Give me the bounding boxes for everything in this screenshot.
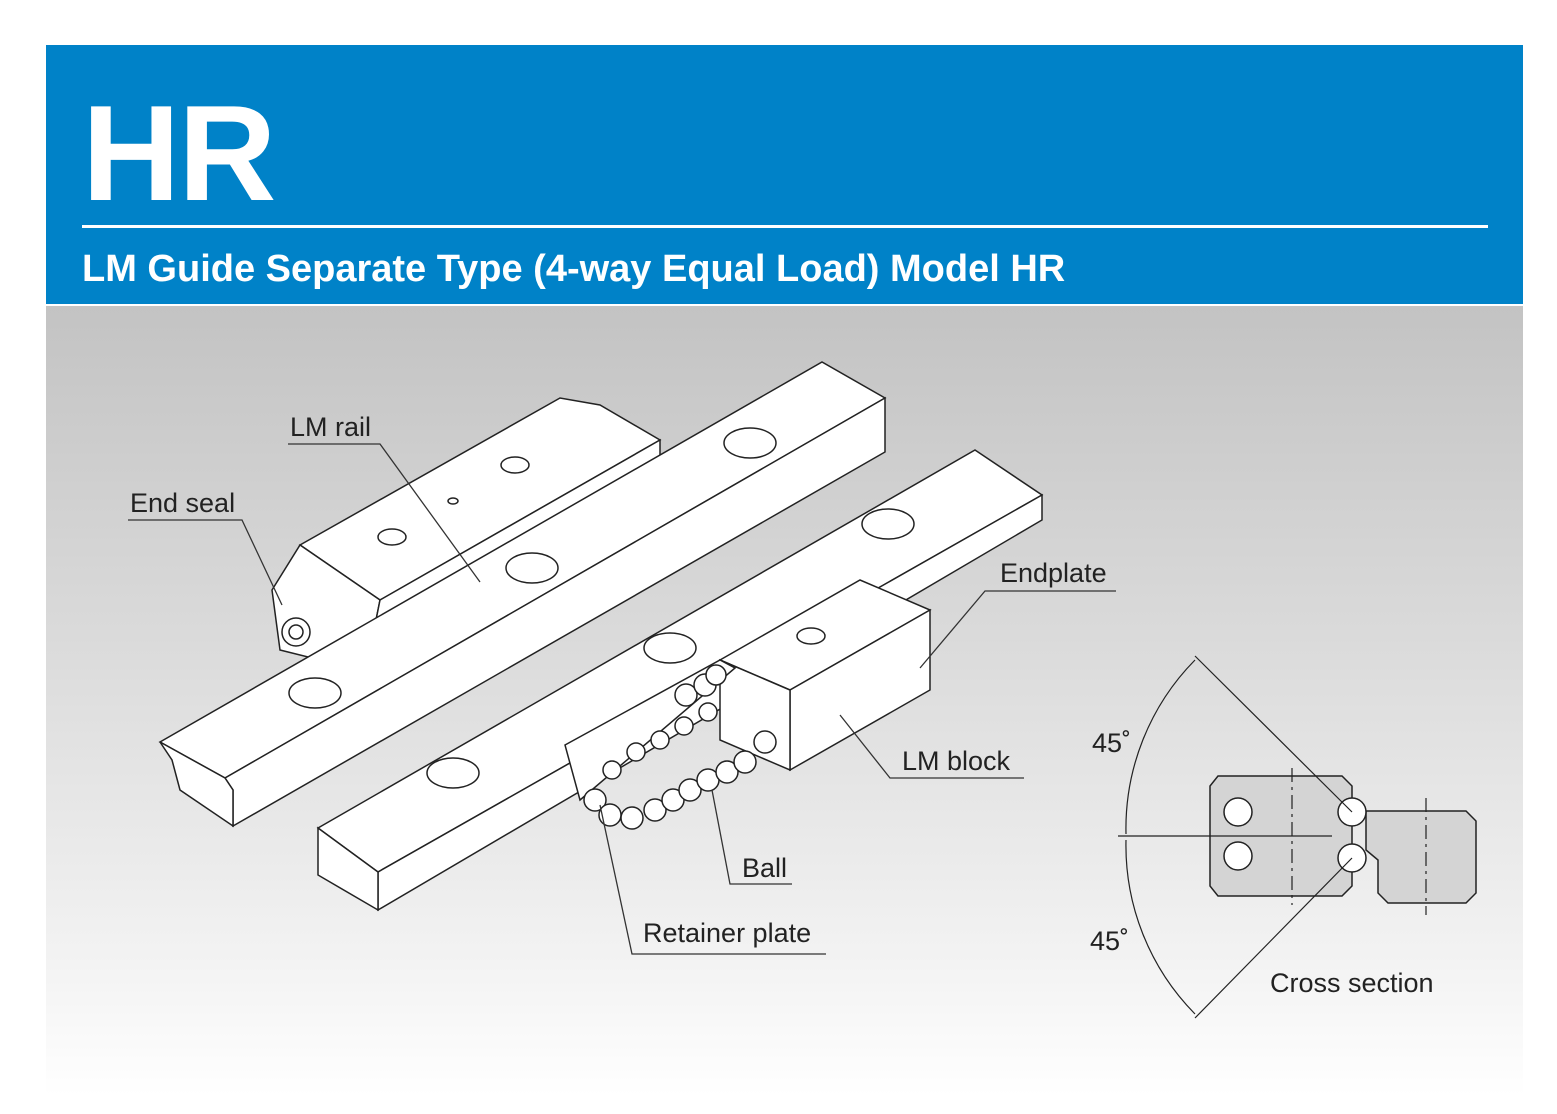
label-angle-top: 45˚ [1092,728,1132,758]
lm-rail-back [158,361,887,828]
leader-lines [128,443,1116,955]
model-subtitle: LM Guide Separate Type (4-way Equal Load… [82,248,1066,290]
label-cross-section: Cross section [1270,968,1434,998]
label-lm-rail: LM rail [290,412,372,442]
label-endplate: Endplate [1000,558,1107,588]
label-lm-block: LM block [902,746,1011,776]
model-title: HR [82,77,276,229]
header-banner: HR LM Guide Separate Type (4-way Equal L… [46,45,1523,304]
label-end-seal: End seal [130,488,236,518]
cross-section-drawing [1118,655,1477,1019]
label-angle-bottom: 45˚ [1090,926,1130,956]
header-divider [82,225,1488,228]
label-retainer-plate: Retainer plate [643,918,812,948]
label-ball: Ball [742,853,788,883]
